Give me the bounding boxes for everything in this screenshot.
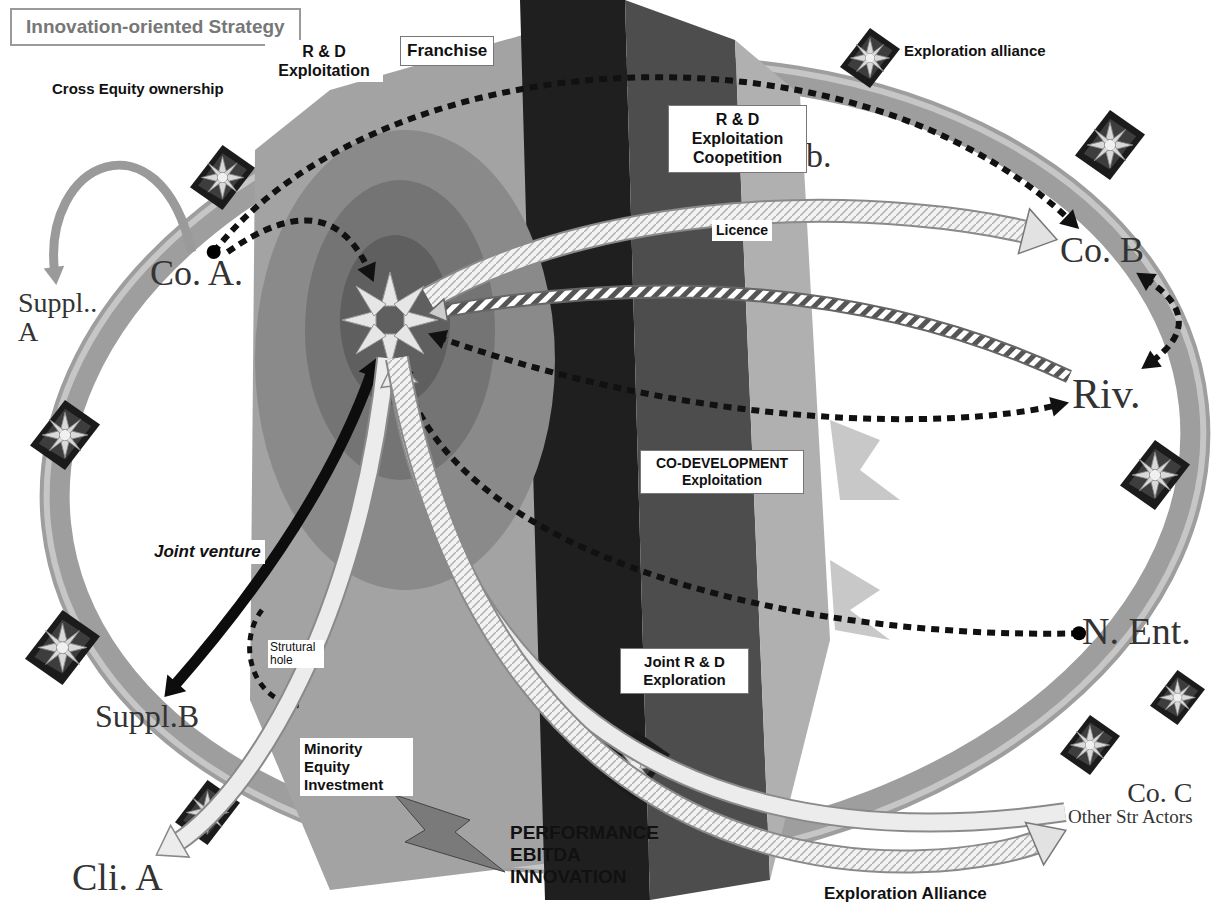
performance-label: PERFORMANCE EBITDA INNOVATION [510,822,660,888]
arrowhead [1026,823,1066,865]
connector-line [439,291,1069,376]
actor-gear [1075,110,1145,180]
arrowhead [1049,397,1069,417]
actor-gear [1120,440,1190,510]
connector-line [172,369,373,689]
actor-label: Suppl.. A [18,288,103,347]
connector-outline [397,358,1047,862]
connector-line [1145,279,1179,363]
connector [397,358,1066,865]
arrowhead [1018,209,1057,254]
edge-label: R & D Exploitation Coopetition [668,105,807,173]
edge-label: Cross Equity ownership [48,78,228,100]
connector-outline [428,211,1037,299]
arrowhead [44,266,64,285]
actor-node: Cli. A [72,858,163,898]
arrowhead [357,262,375,283]
actor-label: Co. C [1068,778,1193,807]
actor-label: Co. B [1060,232,1144,270]
connector-outline [398,374,1065,822]
slab-shard [830,560,890,640]
actor-node: N. Ent. [1082,612,1191,652]
connector-line [228,220,370,272]
connector-outline [439,291,1069,376]
arrowhead [164,675,186,697]
edge-label: Joint R & D Exploration [620,648,749,694]
edge-label: Franchise [400,36,494,66]
actor-gear [1060,715,1120,775]
connector [428,330,1069,419]
actor-node: Co. B [1060,232,1144,270]
actor-gear [190,145,255,210]
actor-gear [840,28,900,88]
edge-label: Licence [712,220,772,241]
title-text: Innovation-oriented Strategy [26,16,285,37]
connector-line [438,337,1058,419]
focal-starburst [342,272,438,368]
connector-line [402,369,1079,634]
edge-label: Exploration Alliance [820,882,991,906]
actor-label: Cli. A [72,858,163,898]
arrowhead [428,299,448,322]
actor-node: Suppl.. A [18,288,103,347]
actor-node: Riv. [1072,372,1140,416]
actor-node: Suppl.B [95,700,199,734]
actor-label: Co. A. [150,255,243,293]
edge-label: CO-DEVELOPMENT Exploitation [640,450,804,494]
actor-gear [1150,670,1205,725]
connector-line [428,211,1037,299]
connector-line [398,374,1065,822]
arrowhead [1136,273,1157,291]
connector [1136,273,1179,369]
edge-label: Minority Equity Investment [300,738,413,796]
edge-label: Joint venture [150,540,265,564]
arrowhead [156,825,189,857]
title-box: Innovation-oriented Strategy [10,8,301,46]
actor-node: Co. A. [150,255,243,293]
arrowhead [428,330,448,349]
actor-node: Co. COther Str Actors [1068,778,1193,827]
connector [394,358,1086,640]
arrowhead [1059,209,1079,229]
edge-label: Exploration alliance [900,40,1050,62]
note-label: Strutural hole [268,640,324,668]
edge-label: R & D Exploitation [265,40,383,82]
performance-bolt [395,795,505,872]
actor-gear [25,610,100,685]
connector [228,220,376,282]
focal-firm-hub: PERFORMANCE EBITDA INNOVATION [355,285,425,355]
connector-line [397,358,1047,862]
actor-label: Riv. [1072,372,1140,416]
slab-shard [830,420,900,500]
actor-label: Other Str Actors [1068,807,1193,827]
actor-label: N. Ent. [1082,612,1191,652]
arrowhead [1141,350,1162,369]
connector [428,209,1057,299]
actor-label: Suppl.B [95,700,199,734]
actor-gear [30,400,100,470]
